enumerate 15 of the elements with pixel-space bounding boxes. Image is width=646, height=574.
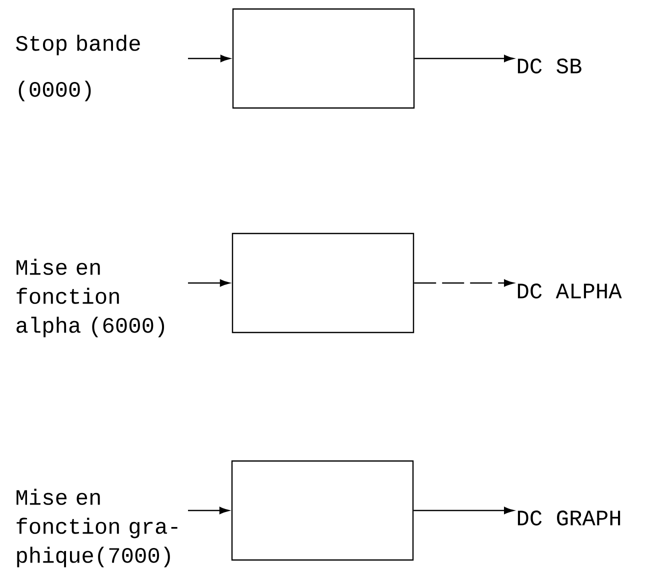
input-label: Mise en fonction gra- phique(7000) xyxy=(16,488,178,568)
input-label: Mise en fonction alpha (6000) xyxy=(16,258,164,338)
arrow xyxy=(188,279,230,287)
output-label: DC GRAPH xyxy=(518,510,620,526)
arrow xyxy=(414,279,514,287)
process-box xyxy=(232,232,414,334)
arrow xyxy=(188,54,230,62)
process-box xyxy=(232,8,415,109)
input-label: Stop bande (0000) xyxy=(16,34,140,102)
arrow xyxy=(414,506,514,514)
output-label: DC ALPHA xyxy=(518,284,622,298)
process-box xyxy=(231,460,414,561)
arrow xyxy=(188,506,230,514)
arrow xyxy=(414,54,514,62)
output-label: DC SB xyxy=(518,58,582,74)
